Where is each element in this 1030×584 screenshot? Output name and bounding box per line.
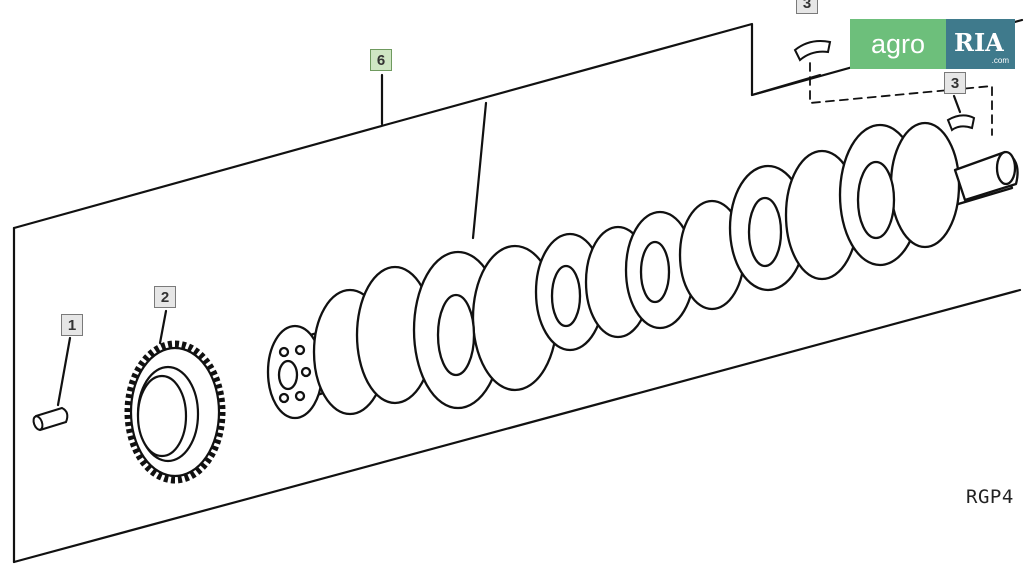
callout-2: 2 [154,286,176,308]
callout-6: 6 [370,49,392,71]
logo-agro-text: agro [850,19,946,69]
crankshaft-icon [266,121,1019,420]
dashed-guide [809,62,993,136]
panel-bottom-edge [12,288,1022,564]
timing-gear-icon [124,340,226,484]
panel-step [750,73,822,97]
callout-3: 3 [944,72,966,94]
leader-6-shaft [471,101,488,240]
leader-1 [56,336,72,407]
leader-2 [158,309,168,345]
callout-1: 1 [61,314,83,336]
leader-3 [952,94,962,114]
callout-3-top: 3 [796,0,818,14]
panel-outline [12,18,1024,230]
bearing-shell-icon [793,40,976,132]
logo-ria-block: RIA .com [946,19,1015,69]
logo-ria-text: RIA [954,28,1004,57]
logo-ria-domain: .com [991,56,1009,65]
drawing-reference-code: RGP4 [966,486,1014,508]
pin-icon [32,406,69,432]
agroria-logo[interactable]: agro RIA .com [850,19,1015,69]
